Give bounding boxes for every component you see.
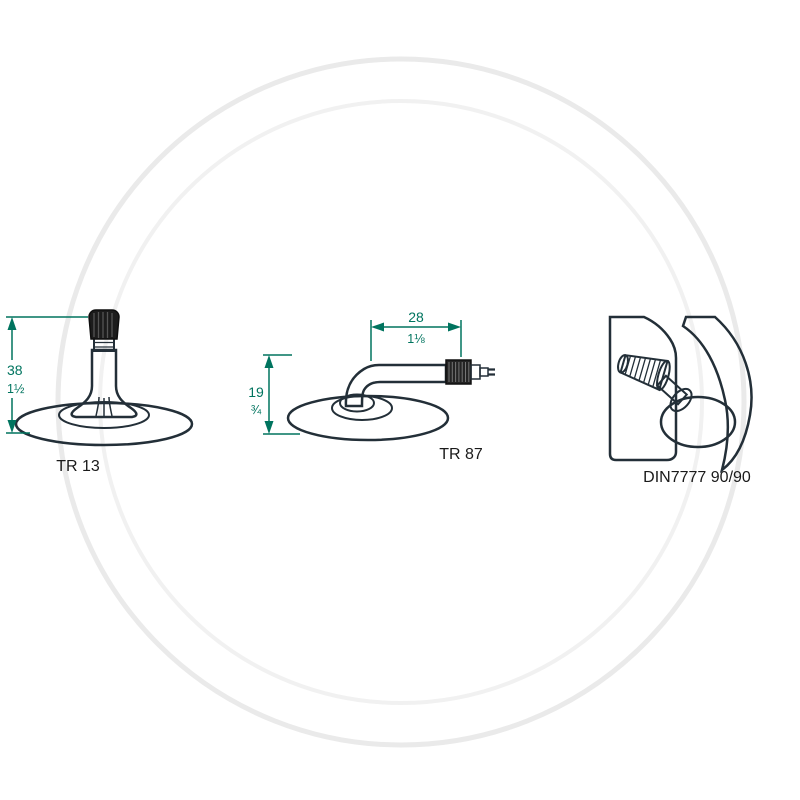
tr87-height-arrow-up	[264, 355, 274, 368]
tr87-bent-stem-tube	[344, 363, 448, 408]
tr87-width-arrow-right	[448, 322, 461, 332]
tr87-width-value-inch: 1⅛	[407, 332, 425, 346]
tr13-thread-lines	[95, 341, 113, 348]
tr87-height-arrow-down	[264, 421, 274, 434]
tr13-height-dimension: 38 1½	[6, 316, 88, 434]
tr13-dim-arrow-up	[7, 317, 17, 330]
tr87-tip-step2	[479, 367, 489, 377]
tr13-caption: TR 13	[56, 458, 100, 475]
tr13-stem-rib-left	[95, 396, 100, 417]
din-rim-flange	[681, 315, 753, 474]
watermark-logo	[55, 56, 747, 748]
din-knurled-valve	[617, 354, 671, 392]
tr87-tip-step1	[470, 364, 481, 380]
tr87-height-dimension: 19 ¾	[248, 354, 300, 435]
tr87-stem-collar	[339, 393, 375, 413]
figure-tr13: 38 1½ TR 13	[6, 309, 194, 475]
tr87-height-value-mm: 19	[248, 384, 264, 400]
din7777-caption: DIN7777 90/90	[643, 469, 751, 486]
tr87-width-dimension: 28 1⅛	[370, 309, 462, 361]
din-valve-cone-body	[619, 354, 669, 392]
din-rim-wall	[608, 315, 678, 462]
watermark-inner-circle	[98, 99, 704, 705]
tr87-valve-core-pins	[488, 368, 495, 376]
din-stem-collar	[669, 387, 693, 413]
din-valve-end-cap	[617, 354, 629, 374]
tr13-dim-value-inch: 1½	[7, 382, 25, 396]
tr87-height-value-inch: ¾	[251, 403, 262, 417]
tr87-width-arrow-left	[371, 322, 384, 332]
din-rubber-grommet	[659, 395, 737, 449]
figure-din7777: DIN7777 90/90	[608, 315, 753, 486]
tr13-dim-arrow-down	[7, 420, 17, 433]
tr87-width-value-mm: 28	[408, 309, 424, 325]
tr13-stem-rib-right	[108, 396, 113, 417]
watermark-outer-circle	[55, 56, 747, 748]
tr87-rubber-base-disc	[286, 394, 450, 442]
figure-tr87: 28 1⅛ 19 ¾ TR 87	[248, 309, 495, 463]
tr13-cap-knurl-lines	[93, 312, 113, 338]
tr87-caption: TR 87	[439, 446, 483, 463]
tr13-dim-value-mm: 38	[7, 362, 23, 378]
tr13-rubber-stem	[70, 348, 138, 419]
tr87-sleeve-knurl-lines	[448, 362, 470, 382]
